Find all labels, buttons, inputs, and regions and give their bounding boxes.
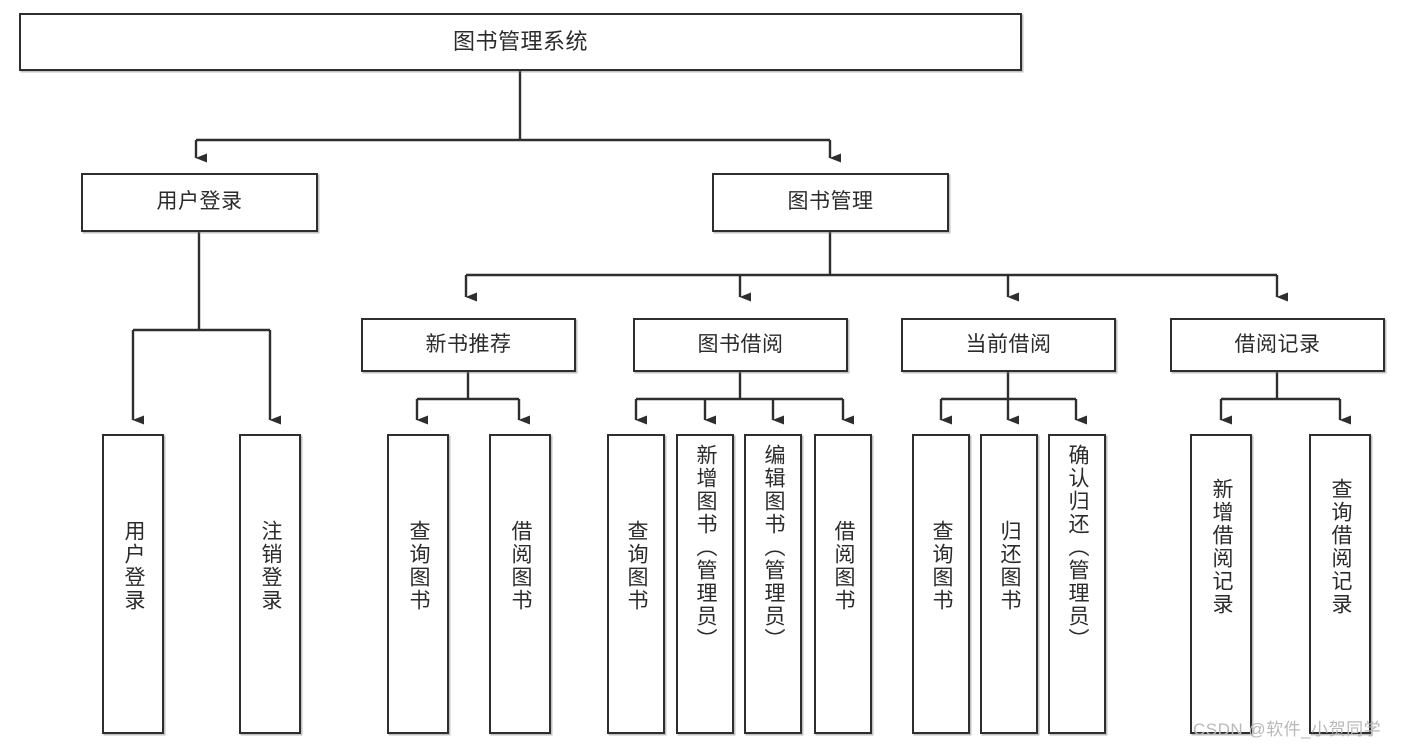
node-current-borrow[interactable]: 当前借阅 — [901, 318, 1116, 372]
node-borrow-record[interactable]: 借阅记录 — [1170, 318, 1385, 372]
node-label: 借阅图书 — [832, 520, 856, 612]
csdn-watermark: CSDN @软件_小贺同学 — [1193, 720, 1382, 739]
node-label: 查询图书 — [625, 520, 649, 612]
node-label: 新书推荐 — [425, 332, 512, 356]
node-label: 注销登录 — [259, 520, 283, 612]
node-leaf-user-login[interactable]: 用户登录 — [102, 434, 164, 734]
node-leaf-add-book[interactable]: 新增图书（管理员） — [676, 434, 734, 734]
node-leaf-query-book-borrow[interactable]: 查询图书 — [607, 434, 665, 734]
node-label: 归还图书 — [998, 520, 1022, 612]
node-label: 查询图书 — [930, 520, 954, 612]
node-leaf-borrow-book[interactable]: 借阅图书 — [814, 434, 872, 734]
node-label: 借阅记录 — [1234, 332, 1321, 356]
node-leaf-confirm-return[interactable]: 确认归还（管理员） — [1048, 434, 1106, 734]
node-book-management[interactable]: 图书管理 — [712, 173, 949, 232]
node-user-login[interactable]: 用户登录 — [81, 173, 318, 232]
node-label: 新增图书（管理员） — [694, 444, 718, 651]
node-label: 查询图书 — [407, 520, 431, 612]
node-leaf-query-book-current[interactable]: 查询图书 — [912, 434, 970, 734]
node-label: 图书管理 — [787, 190, 874, 214]
node-label: 用户登录 — [122, 520, 146, 612]
node-label: 新增借阅记录 — [1210, 478, 1234, 616]
node-leaf-user-logout[interactable]: 注销登录 — [239, 434, 301, 734]
node-new-book-recommend[interactable]: 新书推荐 — [361, 318, 576, 372]
node-label: 查询借阅记录 — [1329, 478, 1353, 616]
node-root-book-management-system[interactable]: 图书管理系统 — [19, 13, 1022, 71]
node-leaf-add-borrow-record[interactable]: 新增借阅记录 — [1190, 434, 1252, 734]
node-leaf-query-borrow-record[interactable]: 查询借阅记录 — [1309, 434, 1371, 734]
node-label: 图书借阅 — [697, 332, 784, 356]
node-label: 借阅图书 — [509, 520, 533, 612]
node-label: 确认归还（管理员） — [1066, 444, 1090, 651]
node-label: 编辑图书（管理员） — [762, 444, 786, 651]
node-label: 当前借阅 — [965, 332, 1052, 356]
node-leaf-edit-book[interactable]: 编辑图书（管理员） — [744, 434, 802, 734]
node-leaf-borrow-book-recommend[interactable]: 借阅图书 — [489, 434, 551, 734]
node-label: 用户登录 — [156, 190, 243, 214]
node-leaf-query-book-recommend[interactable]: 查询图书 — [387, 434, 449, 734]
node-leaf-return-book[interactable]: 归还图书 — [980, 434, 1038, 734]
node-book-borrow[interactable]: 图书借阅 — [633, 318, 848, 372]
node-label: 图书管理系统 — [452, 29, 588, 55]
